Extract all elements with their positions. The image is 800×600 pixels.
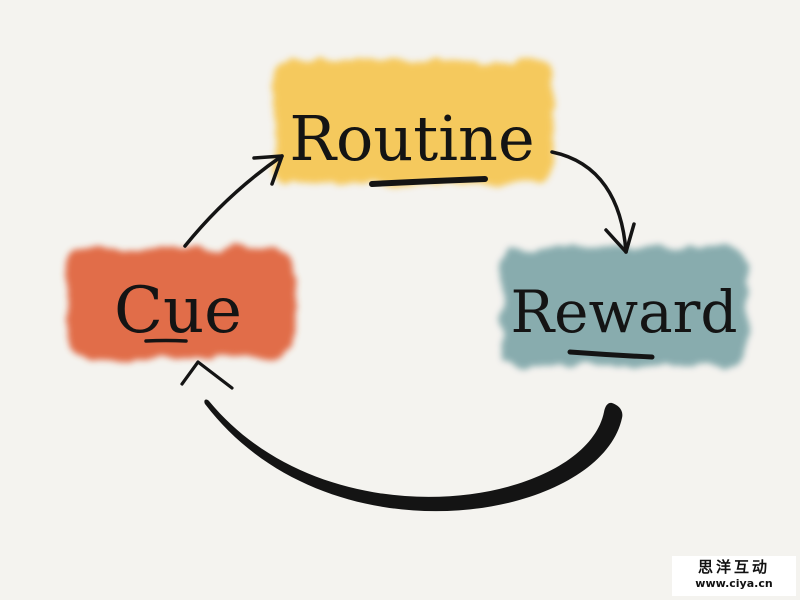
reward-underline (567, 349, 655, 360)
routine-wash (272, 60, 554, 184)
cue-node: Cue (66, 248, 294, 358)
watermark-url: www.ciya.cn (695, 577, 773, 590)
routine-node: Routine (272, 60, 554, 187)
arrow-reward-to-cue (180, 360, 623, 512)
reward-label: Reward (510, 278, 737, 346)
reward-wash (500, 248, 748, 366)
cue-label: Cue (114, 274, 242, 348)
routine-label: Routine (289, 102, 534, 175)
arrow-cue-to-routine (183, 154, 284, 248)
arrow-routine-to-reward (550, 150, 636, 254)
cue-underline (144, 338, 188, 343)
reward-node: Reward (500, 248, 748, 366)
watermark: 思洋互动 www.ciya.cn (672, 556, 796, 596)
watermark-name: 思洋互动 (697, 558, 770, 576)
routine-underline (369, 176, 488, 187)
cue-wash (66, 248, 294, 358)
